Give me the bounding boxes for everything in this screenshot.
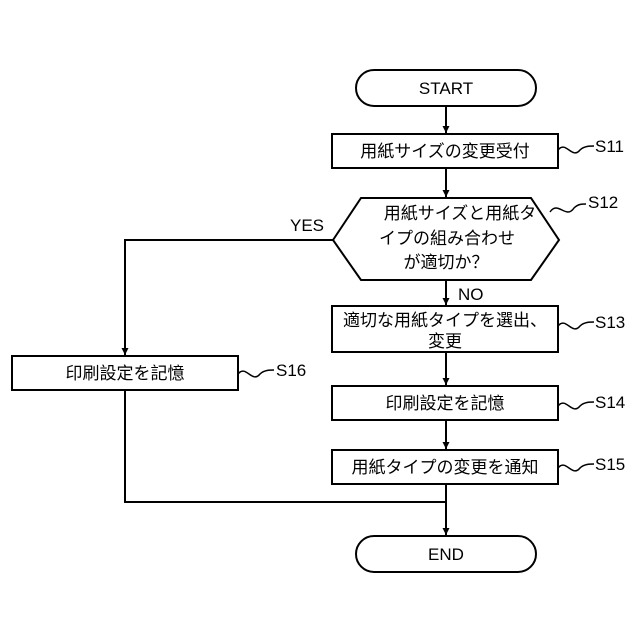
step-s13-number: S13 bbox=[595, 313, 625, 332]
step-s16-number: S16 bbox=[276, 361, 306, 380]
end-label: END bbox=[428, 545, 464, 564]
step-s15-box: 用紙タイプの変更を通知 bbox=[332, 450, 558, 484]
step-s13-text-line1: 適切な用紙タイプを選出、 bbox=[343, 311, 547, 331]
step-s12-text-line3: が適切か？ bbox=[404, 253, 489, 273]
step-s15-text: 用紙タイプの変更を通知 bbox=[352, 458, 539, 478]
step-s12-text-line2: イプの組み合わせ bbox=[379, 229, 515, 249]
step-s11-box: 用紙サイズの変更受付 bbox=[332, 134, 558, 168]
s15-leader bbox=[558, 464, 594, 471]
step-s14-box: 印刷設定を記憶 bbox=[332, 386, 558, 420]
s11-leader bbox=[558, 146, 594, 153]
start-label: START bbox=[419, 79, 473, 98]
s13-leader bbox=[558, 322, 594, 329]
s12-leader bbox=[550, 204, 586, 212]
step-s16-box: 印刷設定を記憶 bbox=[12, 356, 238, 390]
step-s12-number: S12 bbox=[588, 193, 618, 212]
step-s12-decision: 用紙サイズと用紙タ イプの組み合わせ が適切か？ bbox=[333, 198, 559, 280]
s16-leader bbox=[238, 370, 274, 377]
yes-label: YES bbox=[290, 216, 324, 235]
step-s11-text: 用紙サイズの変更受付 bbox=[360, 142, 530, 162]
end-terminal: END bbox=[356, 536, 536, 572]
step-s13-box: 適切な用紙タイプを選出、 変更 bbox=[332, 306, 558, 352]
start-terminal: START bbox=[356, 70, 536, 106]
step-s11-number: S11 bbox=[595, 137, 624, 156]
step-s16-text: 印刷設定を記憶 bbox=[66, 364, 185, 384]
step-s13-text-line2: 変更 bbox=[428, 332, 462, 352]
step-s12-text-line1: 用紙サイズと用紙タ bbox=[384, 204, 537, 224]
arrow-s12-yes-to-s16 bbox=[125, 240, 333, 355]
step-s14-number: S14 bbox=[595, 393, 625, 412]
s14-leader bbox=[558, 402, 594, 409]
step-s15-number: S15 bbox=[595, 455, 625, 474]
no-label: NO bbox=[458, 285, 484, 304]
step-s14-text: 印刷設定を記憶 bbox=[386, 394, 505, 414]
